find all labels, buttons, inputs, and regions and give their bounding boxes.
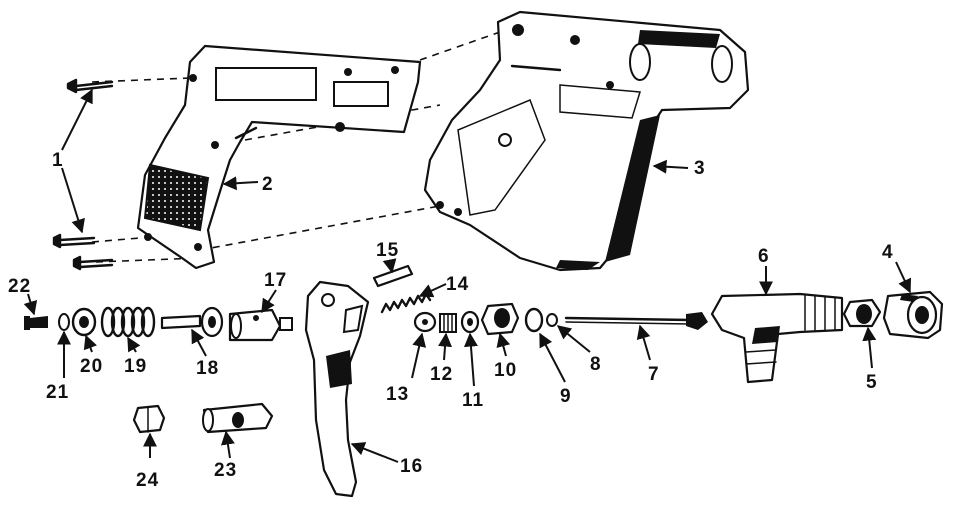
callout-20: 20: [80, 356, 103, 377]
callout-21: 21: [46, 382, 69, 403]
callout-9: 9: [560, 386, 572, 407]
callout-12: 12: [430, 364, 453, 385]
spring-part-19: [100, 306, 156, 338]
handle-half-part-2: [136, 44, 422, 270]
tee-manifold-part-6: [710, 292, 844, 384]
coupler-part-23: [202, 402, 274, 434]
callout-24: 24: [136, 470, 159, 491]
callout-13: 13: [386, 384, 409, 405]
callout-3: 3: [694, 158, 706, 179]
plunger-part-18: [160, 306, 224, 338]
trigger-part-16: [304, 280, 370, 498]
washer-part-8: [546, 313, 558, 327]
washer-part-11: [460, 310, 480, 334]
callout-6: 6: [758, 246, 770, 267]
callout-17: 17: [264, 270, 287, 291]
cap-part-20: [71, 307, 97, 337]
callout-23: 23: [214, 460, 237, 481]
handle-body-part-3: [423, 10, 750, 272]
pin-part-15: [372, 264, 414, 288]
callout-1: 1: [52, 150, 64, 171]
callout-16: 16: [400, 456, 423, 477]
callout-4: 4: [882, 242, 894, 263]
callout-7: 7: [648, 364, 660, 385]
callout-14: 14: [446, 274, 469, 295]
washer-part-21: [58, 313, 70, 331]
o-ring-part-9: [524, 307, 544, 333]
callout-22: 22: [8, 276, 31, 297]
screw-part-22: [24, 316, 48, 330]
valve-body-part-17: [228, 308, 293, 342]
seal-nut-part-10: [480, 302, 520, 336]
callout-2: 2: [262, 174, 274, 195]
leader-arrows: [23, 88, 912, 463]
callout-18: 18: [196, 358, 219, 379]
callout-19: 19: [124, 356, 147, 377]
rod-part-7: [564, 312, 708, 330]
callout-5: 5: [866, 372, 878, 393]
screw-part-1: [52, 78, 114, 271]
nut-part-5: [842, 298, 882, 328]
callout-15: 15: [376, 240, 399, 261]
washer-part-13: [413, 311, 437, 333]
callout-10: 10: [494, 360, 517, 381]
nut-part-24: [132, 404, 166, 434]
bushing-part-12: [439, 313, 457, 333]
callout-labels: 1 2 3 4 5 6 7 8 9 10 11 12 13 14 15 16 1…: [8, 150, 894, 491]
callout-11: 11: [462, 390, 484, 411]
fitting-part-4: [882, 290, 944, 340]
callout-8: 8: [590, 354, 602, 375]
spring-part-14: [380, 292, 432, 314]
